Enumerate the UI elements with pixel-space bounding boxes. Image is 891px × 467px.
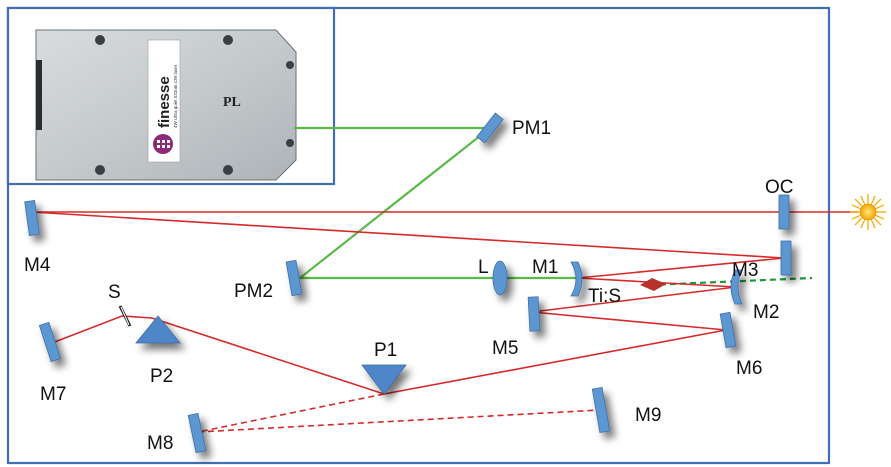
label-m3: M3	[732, 260, 758, 281]
mirror-m7	[38, 321, 62, 363]
prism-p1	[361, 364, 407, 395]
label-l: L	[478, 257, 489, 278]
cavity-beam-p1-p2	[151, 317, 385, 395]
label-m8: M8	[147, 433, 173, 454]
table-frame	[6, 6, 831, 465]
cavity-beam-m2-m5	[531, 286, 737, 313]
label-pm2: PM2	[234, 281, 273, 302]
cavity-beam-m4-m3	[31, 211, 785, 259]
brand-logo	[153, 134, 173, 154]
pump-beam-residual	[649, 276, 813, 287]
pump-beam	[294, 126, 498, 280]
label-s: S	[108, 282, 121, 303]
mirror-oc	[778, 194, 790, 230]
label-m9: M9	[635, 405, 661, 426]
brand-name: finesse	[156, 76, 173, 128]
cavity-beam-m6-p1	[383, 329, 727, 395]
label-m1: M1	[532, 257, 558, 278]
label-m6: M6	[736, 358, 762, 379]
tis-crystal	[640, 278, 666, 291]
mirror-m4	[24, 200, 40, 236]
output-sun-icon	[850, 194, 886, 230]
alt-beam-p1-m8	[197, 393, 385, 433]
mirror-pm2	[285, 259, 303, 297]
laser-caption: 4W Ultra quiet 532nm CW laser	[173, 64, 178, 128]
label-m2: M2	[753, 302, 779, 323]
cavity-beam-p2-m7	[51, 315, 153, 344]
cavity-beam-m5-m6	[531, 311, 727, 331]
mirror-pm1	[476, 112, 504, 144]
mirror-m3	[780, 240, 792, 276]
alt-beam-m8-m9	[197, 409, 601, 433]
cavity-beam-m3-m1	[577, 257, 785, 279]
label-m5: M5	[492, 338, 518, 359]
prism-p2	[135, 315, 181, 344]
pump-laser: finesse 4W Ultra quiet 532nm CW laser PL	[35, 29, 297, 181]
label-p2: P2	[150, 366, 173, 387]
mirror-m5	[527, 296, 541, 332]
mirror-m1	[570, 261, 583, 297]
label-p1: P1	[374, 340, 397, 361]
label-oc: OC	[765, 177, 794, 198]
label-tis: Ti:S	[588, 286, 621, 307]
label-pm1: PM1	[512, 118, 551, 139]
mirror-m6	[719, 311, 737, 349]
mirror-m2	[730, 269, 743, 305]
label-m7: M7	[40, 384, 66, 405]
mirror-m9	[591, 387, 611, 433]
lens-l	[492, 260, 508, 296]
label-m4: M4	[24, 255, 51, 276]
mirror-m8	[187, 412, 207, 454]
laser-label: PL	[223, 95, 241, 110]
